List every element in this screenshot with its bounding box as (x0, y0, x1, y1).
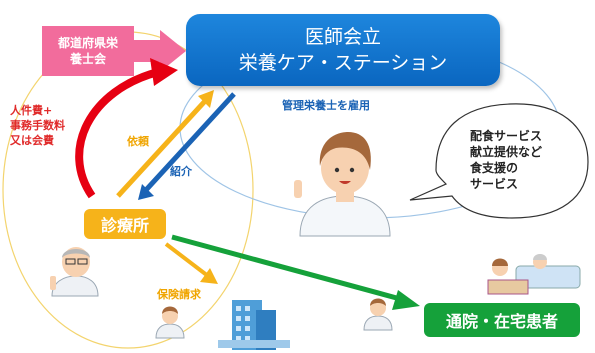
center-line2: 栄養ケア・ステーション (238, 52, 448, 74)
claim-arrowhead (200, 268, 218, 284)
bubble-line4: サービス (470, 177, 519, 191)
cost-label: 人件費+ 事務手数料 又は会費 (10, 103, 65, 148)
hire-dietitian-label: 管理栄養士を雇用 (282, 99, 370, 112)
prefectural-dietitian-association-box: 都道府県栄 養士会 (42, 26, 134, 76)
dietitian-figure (294, 132, 391, 237)
speech-bubble (409, 103, 589, 219)
insurance-claim-label: 保険請求 (157, 288, 201, 301)
building-icon (218, 300, 290, 350)
request-label: 依頼 (127, 135, 149, 148)
red-arrow (75, 68, 160, 199)
request-arrowhead (198, 90, 214, 108)
patients-box: 通院・在宅患者 (424, 303, 580, 337)
bubble-line1: 配食サービス (470, 129, 543, 143)
small-staff-figure-left (155, 306, 185, 339)
bubble-line2: 献立提供など (470, 145, 543, 159)
pref-line2: 養士会 (69, 52, 106, 66)
referral-label: 紹介 (170, 165, 192, 178)
nutrition-care-station-box: 医師会立 栄養ケア・ステーション (186, 14, 500, 86)
red-arrowhead (150, 58, 178, 86)
bubble-line3: 食支援の (470, 161, 519, 175)
clinic-box: 診療所 (84, 209, 166, 239)
claim-arrow-line (164, 242, 210, 278)
pink-arrow (134, 30, 186, 72)
small-staff-figure-right (363, 298, 393, 331)
request-arrow-line (116, 98, 208, 198)
intro-arrow-line (144, 92, 236, 192)
doctor-figure (50, 247, 99, 297)
cost-line3: 又は会費 (10, 134, 54, 147)
cost-line2: 事務手数料 (10, 119, 65, 132)
pref-line1: 都道府県栄 (57, 36, 118, 50)
cost-line1: 人件費+ (10, 104, 53, 117)
bubble-text: 配食サービス 献立提供など 食支援の サービス (470, 128, 578, 192)
patient-arrow-line (171, 234, 405, 303)
patient-arrowhead (392, 290, 420, 310)
intro-arrowhead (138, 184, 154, 200)
patient-care-illustration (487, 254, 581, 295)
center-line1: 医師会立 (304, 26, 381, 48)
